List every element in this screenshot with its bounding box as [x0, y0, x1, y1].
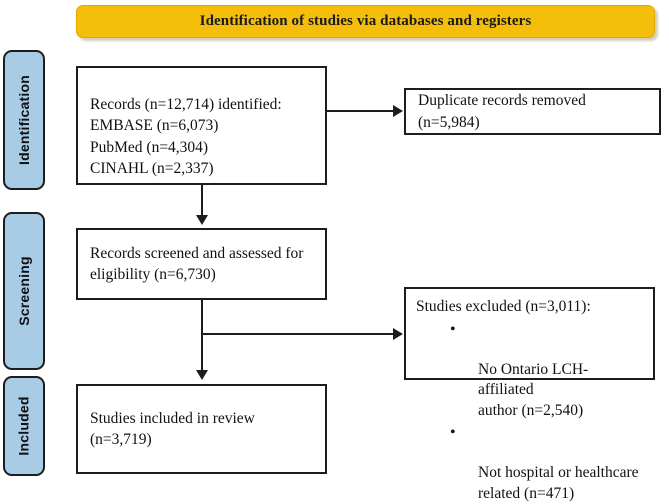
node-duplicates-removed: Duplicate records removed (n=5,984) [404, 88, 661, 135]
node-studies-excluded-reason-list: • No Ontario LCH-affiliated author (n=2,… [416, 319, 643, 504]
stage-tab-included-label: Included [16, 396, 33, 456]
node-records-identified-text: Records (n=12,714) identified: EMBASE (n… [90, 96, 282, 178]
node-records-screened-text: Records screened and assessed for eligib… [90, 244, 304, 283]
list-item-label: No Ontario LCH-affiliated author (n=2,54… [478, 360, 589, 419]
arrowhead-right-icon [393, 105, 403, 117]
diagram-title: Identification of studies via databases … [199, 13, 532, 29]
list-item-label: Not hospital or healthcare related (n=47… [478, 464, 639, 502]
stage-tab-included: Included [3, 376, 45, 476]
connector-records-to-duplicates [327, 110, 394, 112]
stage-tab-screening: Screening [3, 212, 45, 370]
connector-screened-to-excluded [201, 333, 394, 335]
bullet-icon: • [450, 424, 456, 442]
node-duplicates-removed-text: Duplicate records removed (n=5,984) [418, 92, 586, 131]
arrowhead-right-icon [393, 328, 403, 340]
stage-tab-identification: Identification [3, 50, 45, 190]
node-studies-excluded-heading: Studies excluded (n=3,011): [416, 298, 591, 315]
bullet-icon: • [450, 320, 456, 338]
node-records-identified: Records (n=12,714) identified: EMBASE (n… [76, 66, 327, 185]
node-records-screened: Records screened and assessed for eligib… [76, 228, 327, 300]
connector-screened-to-included [201, 300, 203, 372]
arrowhead-down-icon [196, 215, 208, 225]
connector-records-to-screened [201, 185, 203, 217]
stage-tab-screening-label: Screening [16, 256, 32, 326]
prisma-flow-diagram: Identification of studies via databases … [3, 5, 661, 502]
node-studies-included-text: Studies included in review (n=3,719) [90, 409, 255, 448]
list-item: • No Ontario LCH-affiliated author (n=2,… [450, 319, 643, 421]
arrowhead-down-icon [196, 370, 208, 380]
node-studies-included: Studies included in review (n=3,719) [76, 384, 327, 474]
list-item: • Not hospital or healthcare related (n=… [450, 422, 643, 504]
stage-tab-identification-label: Identification [16, 75, 33, 165]
node-studies-excluded: Studies excluded (n=3,011): • No Ontario… [404, 287, 655, 502]
diagram-header-banner: Identification of studies via databases … [76, 5, 655, 38]
